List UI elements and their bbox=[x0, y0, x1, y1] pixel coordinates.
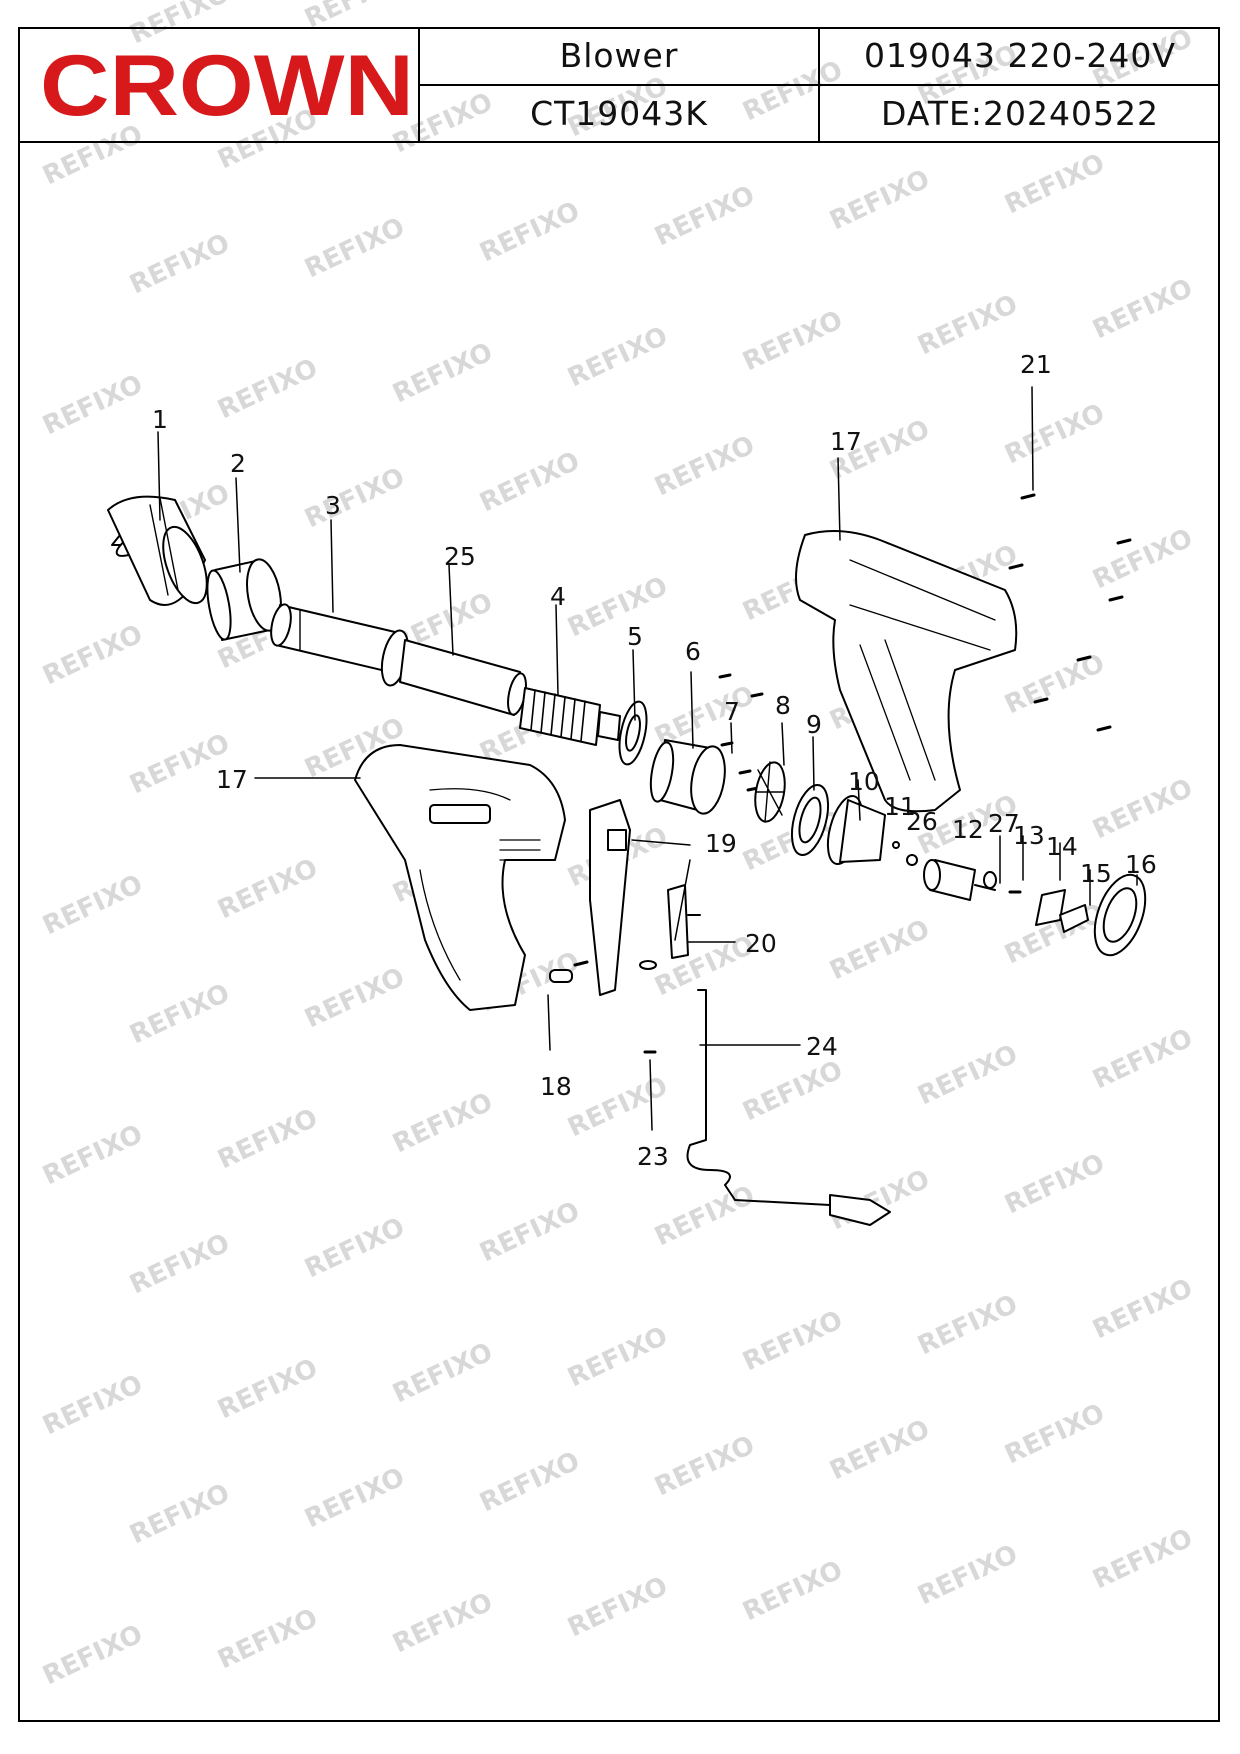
callout-label: 27 bbox=[988, 809, 1020, 838]
model-number: CT19043K bbox=[530, 94, 708, 133]
date-stamp: DATE:20240522 bbox=[881, 94, 1159, 133]
callout-label: 3 bbox=[325, 491, 341, 520]
part-nozzle-adaptor bbox=[206, 558, 282, 641]
callout-label: 11 bbox=[884, 792, 916, 821]
part-rear-cover bbox=[1093, 873, 1147, 957]
callout-label: 2 bbox=[230, 449, 246, 478]
part-bearing bbox=[983, 871, 997, 889]
callout-label: 25 bbox=[444, 542, 476, 571]
part-housing-left bbox=[354, 744, 566, 1011]
callout-label: 1 bbox=[152, 405, 168, 434]
leader-lines bbox=[157, 386, 1138, 1131]
callout-label: 5 bbox=[627, 622, 643, 651]
callout-labels: 1 2 3 25 4 5 6 7 8 9 10 11 26 12 27 13 1… bbox=[152, 350, 1157, 1171]
callout-label: 7 bbox=[724, 697, 740, 726]
callout-label: 6 bbox=[685, 637, 701, 666]
divider bbox=[18, 141, 1220, 143]
part-screws bbox=[718, 673, 764, 792]
part-bracket bbox=[1059, 904, 1089, 933]
part-screw-21 bbox=[1008, 493, 1132, 732]
callout-label: 24 bbox=[806, 1032, 838, 1061]
part-motor bbox=[923, 859, 996, 901]
part-inner-tube bbox=[380, 629, 527, 716]
callout-label: 17 bbox=[216, 765, 248, 794]
drawing-frame bbox=[18, 27, 1220, 1722]
part-switch-knob bbox=[549, 960, 589, 983]
callout-label: 23 bbox=[637, 1142, 669, 1171]
callout-label: 20 bbox=[745, 929, 777, 958]
part-small-washers bbox=[892, 841, 918, 866]
callout-label: 18 bbox=[540, 1072, 572, 1101]
product-name: Blower bbox=[559, 36, 679, 75]
part-fan-housing bbox=[649, 739, 726, 815]
callout-label: 13 bbox=[1013, 821, 1045, 850]
part-cable-clamp bbox=[639, 960, 657, 1054]
callout-label: 15 bbox=[1080, 859, 1112, 888]
part-power-cord bbox=[686, 989, 891, 1226]
part-fan-impeller bbox=[754, 761, 786, 823]
title-block: CROWN Blower 019043 220-240V CT19043K DA… bbox=[18, 27, 1220, 143]
part-holder bbox=[618, 700, 648, 766]
callout-label: 12 bbox=[952, 815, 984, 844]
part-ring bbox=[790, 783, 830, 857]
callout-label: 16 bbox=[1125, 850, 1157, 879]
crown-logo: CROWN bbox=[32, 38, 422, 134]
callout-label: 26 bbox=[906, 807, 938, 836]
callout-label: 21 bbox=[1020, 350, 1052, 379]
part-housing-right bbox=[795, 530, 1018, 813]
part-nozzle bbox=[107, 495, 208, 606]
part-outer-tube bbox=[270, 603, 396, 673]
callout-label: 8 bbox=[775, 691, 791, 720]
part-switch-plate bbox=[1035, 889, 1066, 926]
part-motor-holder bbox=[826, 794, 886, 866]
callout-label: 17 bbox=[830, 427, 862, 456]
brand-logo-text: CROWN bbox=[40, 49, 414, 127]
callout-label: 19 bbox=[705, 829, 737, 858]
callout-label: 4 bbox=[550, 582, 566, 611]
callout-label: 9 bbox=[806, 710, 822, 739]
callout-label: 10 bbox=[848, 767, 880, 796]
divider bbox=[418, 84, 1220, 86]
article-voltage: 019043 220-240V bbox=[864, 36, 1176, 75]
part-switch-assembly bbox=[589, 799, 631, 996]
callout-label: 14 bbox=[1046, 832, 1078, 861]
part-heating-element bbox=[519, 687, 621, 746]
